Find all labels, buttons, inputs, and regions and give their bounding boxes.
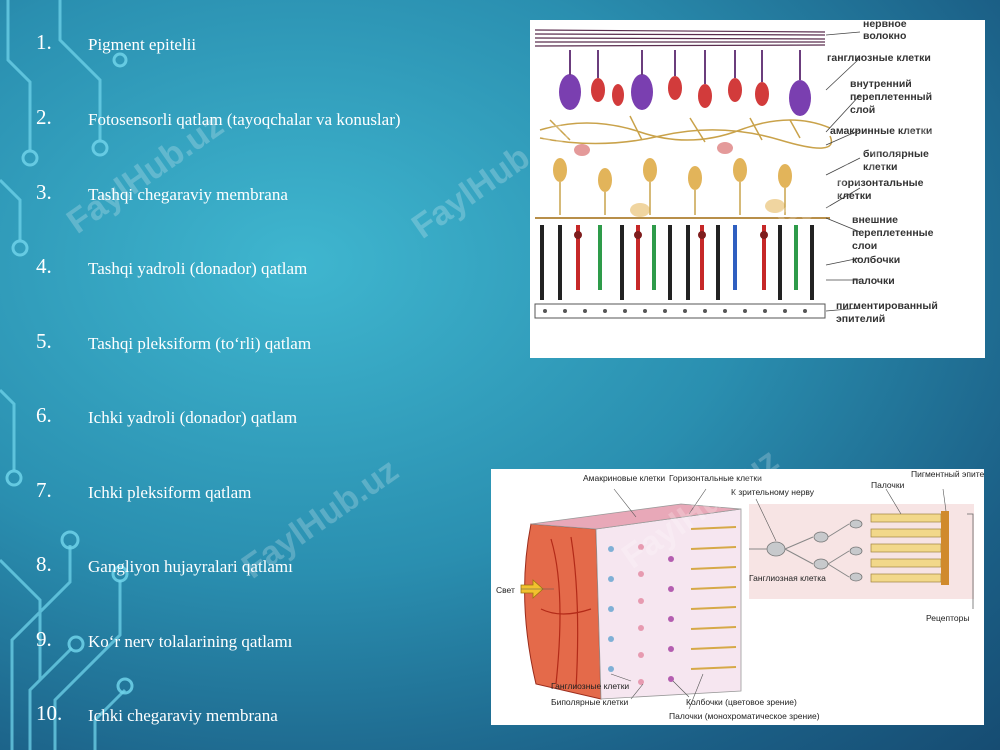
label-outer-plexiform-1: внешние [852,214,898,226]
label-nerve-fiber-2: волокно [863,30,906,42]
item-text: Tashqi chegaraviy membrana [88,185,288,204]
label-cones: Колбочки (цветовое зрение) [686,697,797,707]
label-ganglion-cell: Ганглиозная клетка [749,573,826,583]
label-light: Свет [496,585,515,595]
item-number: 8. [36,552,52,576]
item-text: Tashqi pleksiform (to‘rli) qatlam [88,334,312,353]
label-rods-top: Палочки [871,480,905,490]
item-number: 9. [36,627,52,651]
label-inner-plexiform-1: внутренний [850,78,912,90]
item-number: 1. [36,30,52,54]
item-number: 7. [36,478,52,502]
item-text: Ko‘r nerv tolalarining qatlamı [88,632,293,651]
item-number: 5. [36,329,52,353]
label-inner-plexiform-2: переплетенный [850,91,932,103]
item-text: Fotosensorli qatlam (tayoqchalar va konu… [88,110,401,129]
item-text: Ichki yadroli (donador) qatlam [88,408,298,427]
item-text: Tashqi yadroli (donador) qatlam [88,259,308,278]
label-cones: колбочки [852,254,900,266]
item-text: Ichki pleksiform qatlam [88,483,252,502]
item-number: 4. [36,254,52,278]
label-bipolar-1: биполярные [863,148,929,160]
retina-diagram-top: нервное волокно ганглиозные клетки внутр… [530,18,985,358]
label-horizontal: Горизонтальные клетки [669,473,762,483]
label-rods: палочки [852,275,895,287]
item-number: 2. [36,105,52,129]
item-text: Gangliyon hujayralari qatlamı [88,557,293,576]
label-to-nerve: К зрительному нерву [731,487,815,497]
label-nerve-fiber-1: нервное [863,20,907,30]
label-pigment-2: эпителий [836,313,885,325]
label-ganglion-cells: Ганглиозные клетки [551,681,629,691]
item-text: Ichki chegaraviy membrana [88,706,278,725]
item-number: 6. [36,403,52,427]
label-outer-plexiform-2: переплетенные [852,227,934,239]
label-bipolar-2: клетки [863,161,897,173]
label-rods: Палочки (монохроматическое зрение) [669,711,820,721]
label-horizontal-1: горизонтальные [837,177,924,189]
label-outer-plexiform-3: слои [852,240,877,252]
label-inner-plexiform-3: слой [850,104,875,116]
label-receptors: Рецепторы [926,613,970,623]
label-bipolar-cells: Биполярные клетки [551,697,628,707]
retina-diagram-bottom: Амакриновые клетки Горизонтальные клетки… [491,469,999,725]
item-number: 10. [36,701,63,725]
label-ganglion-cells: ганглиозные клетки [827,52,931,64]
label-horizontal-2: клетки [837,190,871,202]
label-amacrine-cells: амакринные клетки [830,125,932,137]
label-amacrine: Амакриновые клетки [583,473,665,483]
item-number: 3. [36,180,52,204]
item-text: Pigment epitelii [88,35,197,54]
label-pigment-1: пигментированный [836,300,938,312]
label-pigment-epithelium: Пигментный эпителий [911,469,984,479]
